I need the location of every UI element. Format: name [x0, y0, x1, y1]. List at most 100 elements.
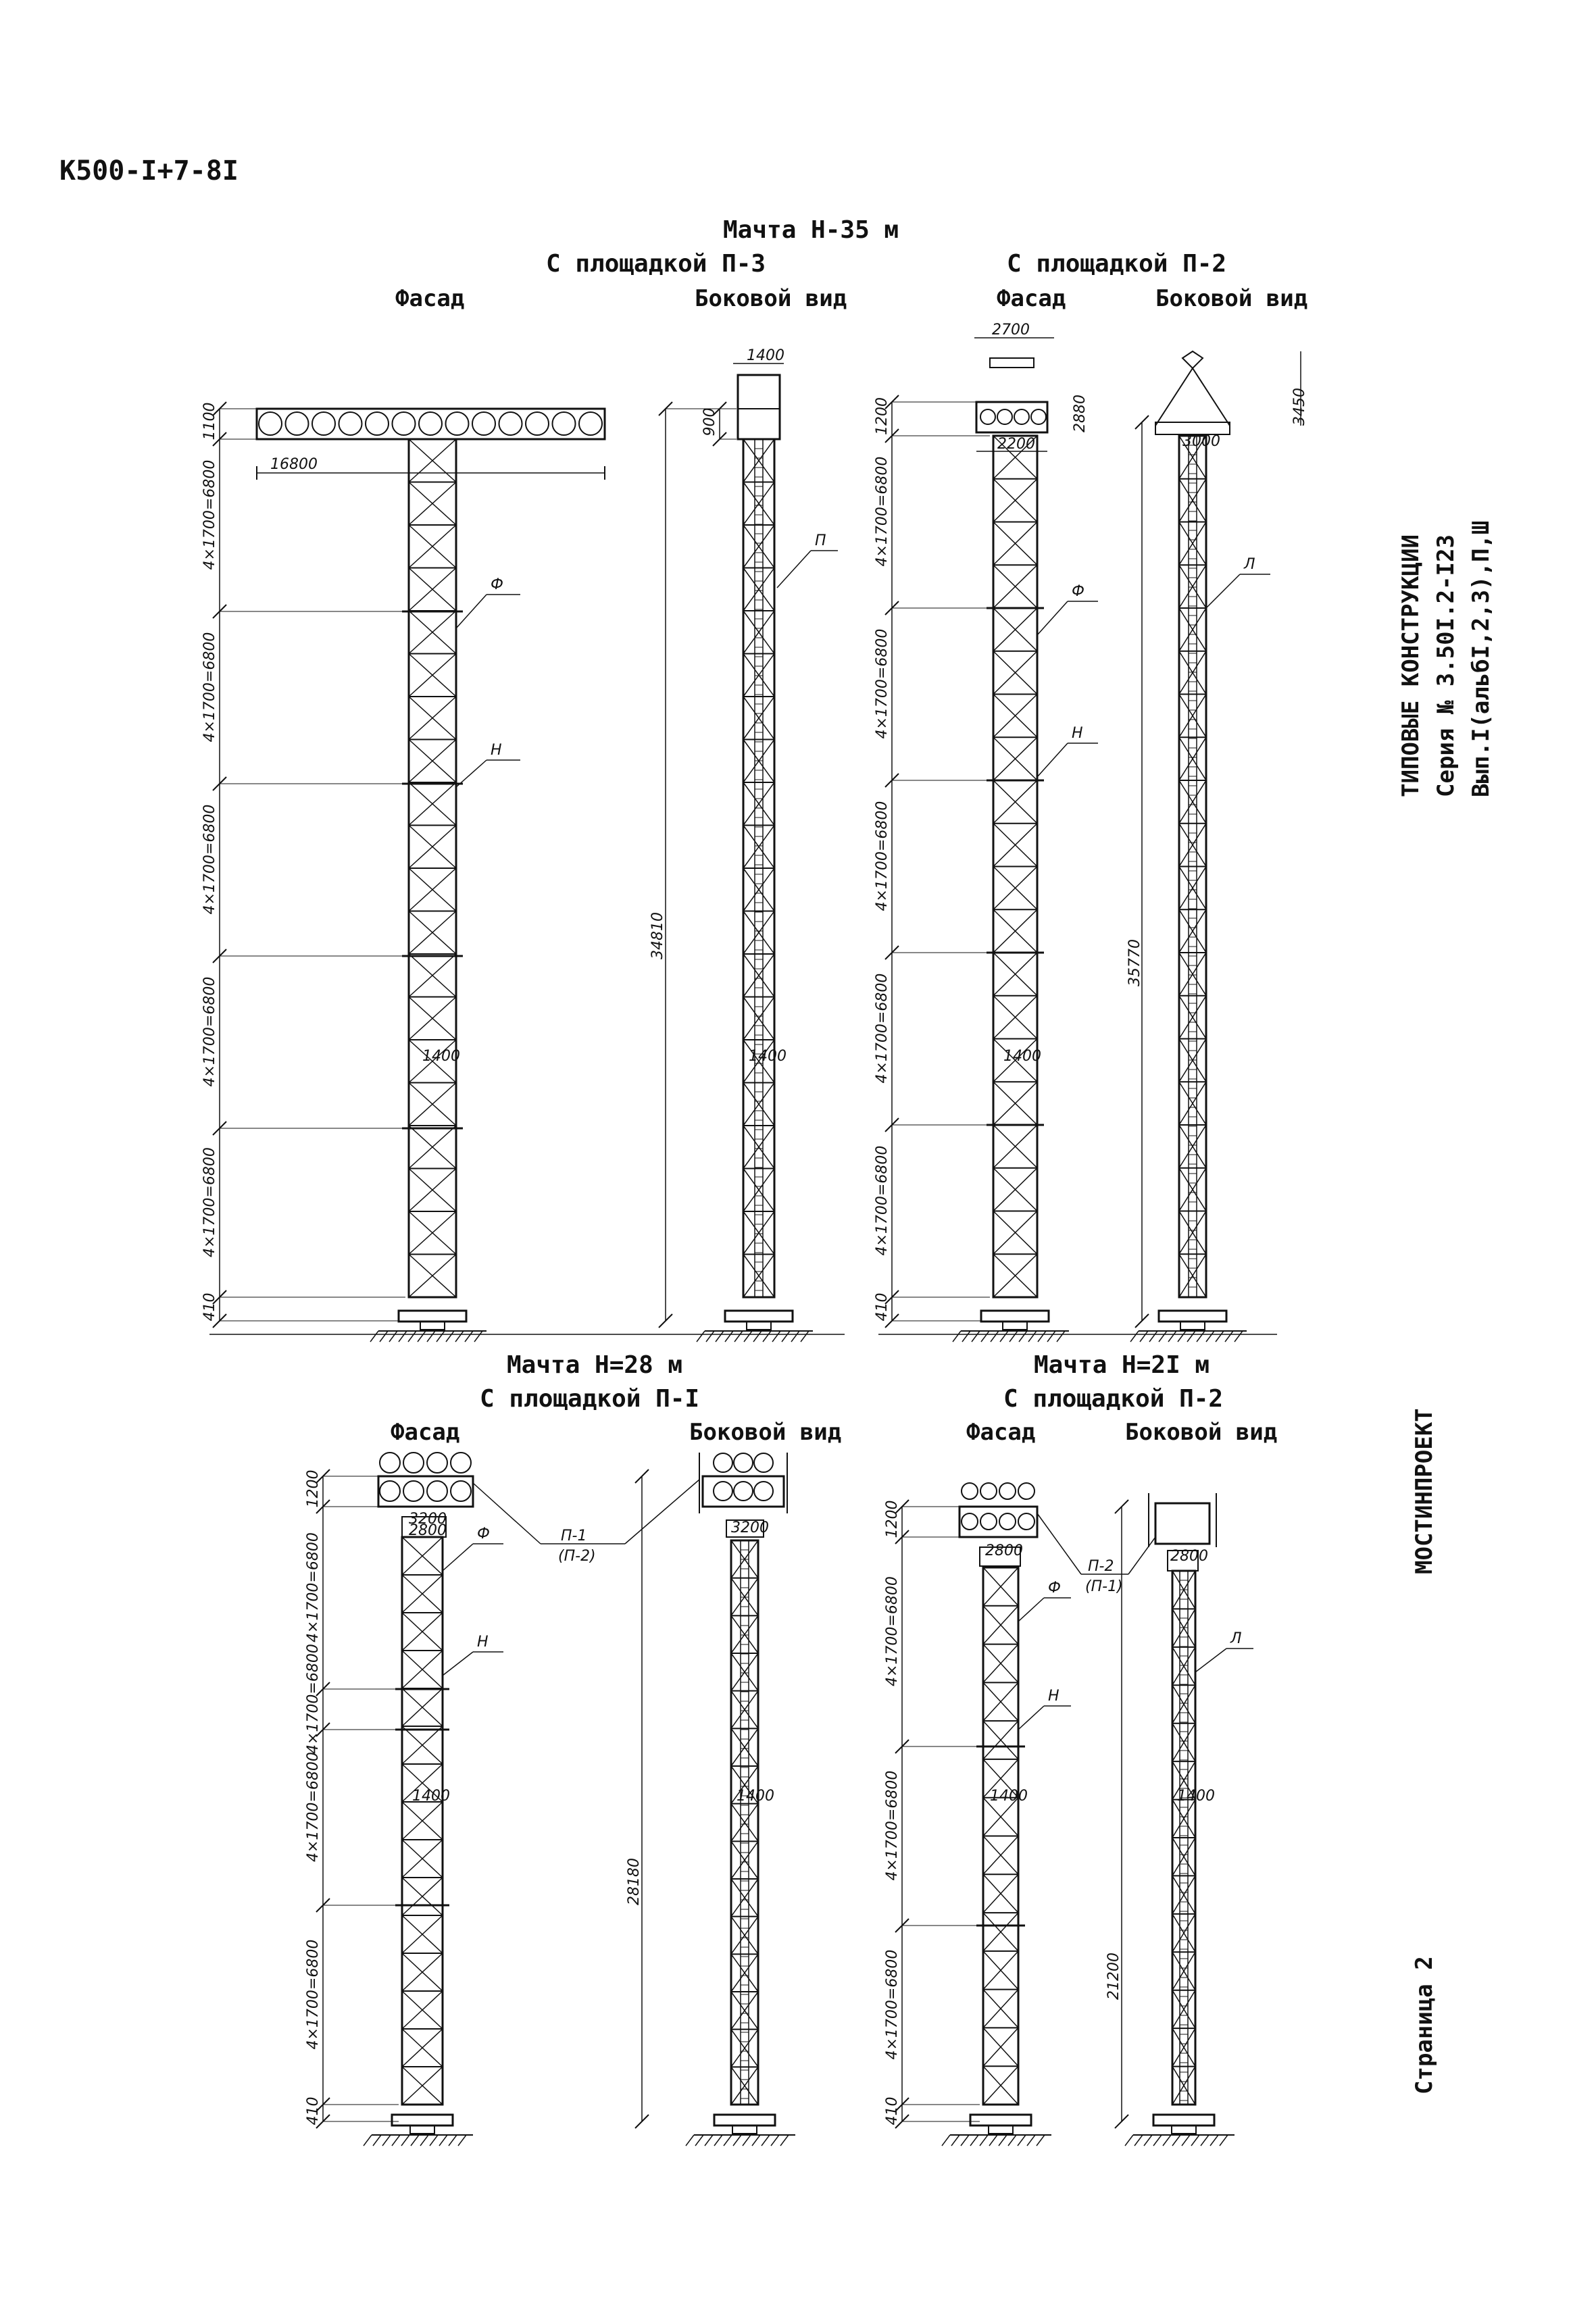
floodlight-lamp	[997, 409, 1013, 425]
lattice-brace	[1172, 2066, 1196, 2105]
dimension-label: 1200	[305, 1470, 322, 1508]
height-label: 35770	[1126, 939, 1143, 986]
callout-p1: (П-1)	[1085, 1578, 1123, 1595]
ground-hatch	[1177, 1330, 1187, 1342]
dimension-label: 1100	[201, 403, 218, 441]
lattice-brace	[993, 1081, 1038, 1126]
ground-hatch	[772, 1330, 781, 1342]
drawing-line	[1114, 2114, 1129, 2129]
lattice-brace	[1178, 909, 1207, 953]
lattice-brace	[408, 524, 457, 569]
ground-hatch	[1009, 1330, 1018, 1342]
lamp-detail	[989, 357, 1034, 368]
lattice-brace	[743, 953, 775, 997]
floodlight-lamp	[980, 1482, 997, 1500]
side-plate-label: 2800	[1170, 1548, 1208, 1565]
lattice-brace	[730, 2029, 759, 2067]
lattice-brace	[1178, 522, 1207, 565]
foundation-plate	[713, 2113, 776, 2127]
floodlight-lamp	[445, 411, 470, 436]
leader-line	[1128, 1536, 1156, 1575]
ground-hatch	[1143, 2134, 1153, 2146]
dimension-label: 4×1700=6800	[201, 977, 218, 1087]
lattice-brace	[982, 1605, 1019, 1645]
ground-hatch	[448, 2134, 457, 2146]
mast35-p3-facade-label: Фасад	[395, 285, 465, 312]
lattice-brace	[743, 1211, 775, 1255]
lattice-brace	[1172, 1761, 1196, 1800]
ground-hatch	[391, 2134, 401, 2146]
lattice-brace	[982, 2027, 1019, 2067]
plate-label: 2800	[985, 1542, 1023, 1559]
lattice-brace	[408, 1211, 457, 1255]
lattice-brace	[993, 1038, 1038, 1082]
leader-line	[624, 1479, 700, 1544]
ground-hatch	[1018, 1330, 1028, 1342]
floodlight-lamp	[403, 1452, 424, 1474]
leader-line	[776, 550, 812, 588]
lattice-brace	[982, 1644, 1019, 1683]
lattice-brace	[993, 693, 1038, 738]
floodlight-lamp	[1014, 409, 1030, 425]
ground-hatch	[696, 1330, 705, 1342]
p2-side-top-label: 3000	[1182, 433, 1220, 450]
dimension-label: 4×1700=6800	[874, 457, 891, 567]
lattice-brace	[993, 823, 1038, 867]
mid-label: 1400	[749, 1048, 787, 1065]
p2-gap-label: 2200	[997, 436, 1035, 453]
ground-hatch	[1215, 1330, 1224, 1342]
dimension-label: 4×1700=6800	[884, 1950, 901, 2060]
leader-l: Л	[1230, 1630, 1242, 1647]
ground-hatch	[951, 2134, 960, 2146]
floodlight-lamp	[961, 1482, 978, 1500]
lattice-brace	[982, 1720, 1019, 1760]
lattice-brace	[993, 780, 1038, 824]
ground-hatch	[1234, 1330, 1243, 1342]
lattice-brace	[993, 435, 1038, 480]
ground-hatch	[426, 1330, 436, 1342]
ground-hatch	[1153, 2134, 1162, 2146]
lattice-brace	[401, 2066, 443, 2105]
foundation-plate	[1157, 1309, 1228, 1323]
floodlight-lamp	[551, 411, 576, 436]
lattice-brace	[730, 1916, 759, 1955]
dimension-label: 4×1700=6800	[201, 632, 218, 743]
foundation-pile	[409, 2125, 435, 2134]
lattice-brace	[743, 524, 775, 568]
lattice-brace	[993, 564, 1038, 609]
leader-line	[455, 594, 487, 629]
platform-plate	[979, 1546, 1021, 1567]
leader-line	[1037, 601, 1068, 636]
mast28-facade-label: Фасад	[391, 1419, 460, 1446]
lattice-brace	[401, 1650, 443, 1689]
dimension-label: 4×1700=6800	[201, 460, 218, 570]
ground-hatch	[1139, 1330, 1149, 1342]
floodlight-lamp	[338, 411, 363, 436]
mast21-facade-label: Фасад	[966, 1419, 1036, 1446]
floodlight-lamp	[753, 1453, 774, 1473]
lattice-brace	[982, 1567, 1019, 1607]
lattice-brace	[408, 1167, 457, 1212]
lattice-brace	[730, 1690, 759, 1729]
ground-hatch	[762, 1330, 772, 1342]
lattice-brace	[1178, 1211, 1207, 1255]
plate-label: 2800	[409, 1522, 447, 1539]
cap-label: 3200	[409, 1511, 447, 1528]
lattice-brace	[743, 610, 775, 654]
lattice-brace	[730, 1728, 759, 1767]
lattice-brace	[982, 1989, 1019, 2028]
lattice-brace	[1178, 1124, 1207, 1169]
lattice-brace	[730, 1991, 759, 2030]
drawing-line	[634, 1469, 649, 1484]
mid-label: 1400	[422, 1048, 460, 1065]
dimension-label: 4×1700=6800	[305, 1940, 322, 2050]
ground-hatch	[781, 1330, 791, 1342]
side-top-label: 1400	[747, 347, 784, 364]
mid-label: 1400	[1003, 1048, 1041, 1065]
ground-hatch	[761, 2134, 770, 2146]
lattice-brace	[1178, 1253, 1207, 1298]
floodlight-lamp	[379, 1480, 401, 1502]
foundation-plate	[724, 1309, 794, 1323]
side-platform	[1154, 1502, 1211, 1545]
lattice-brace	[408, 953, 457, 998]
